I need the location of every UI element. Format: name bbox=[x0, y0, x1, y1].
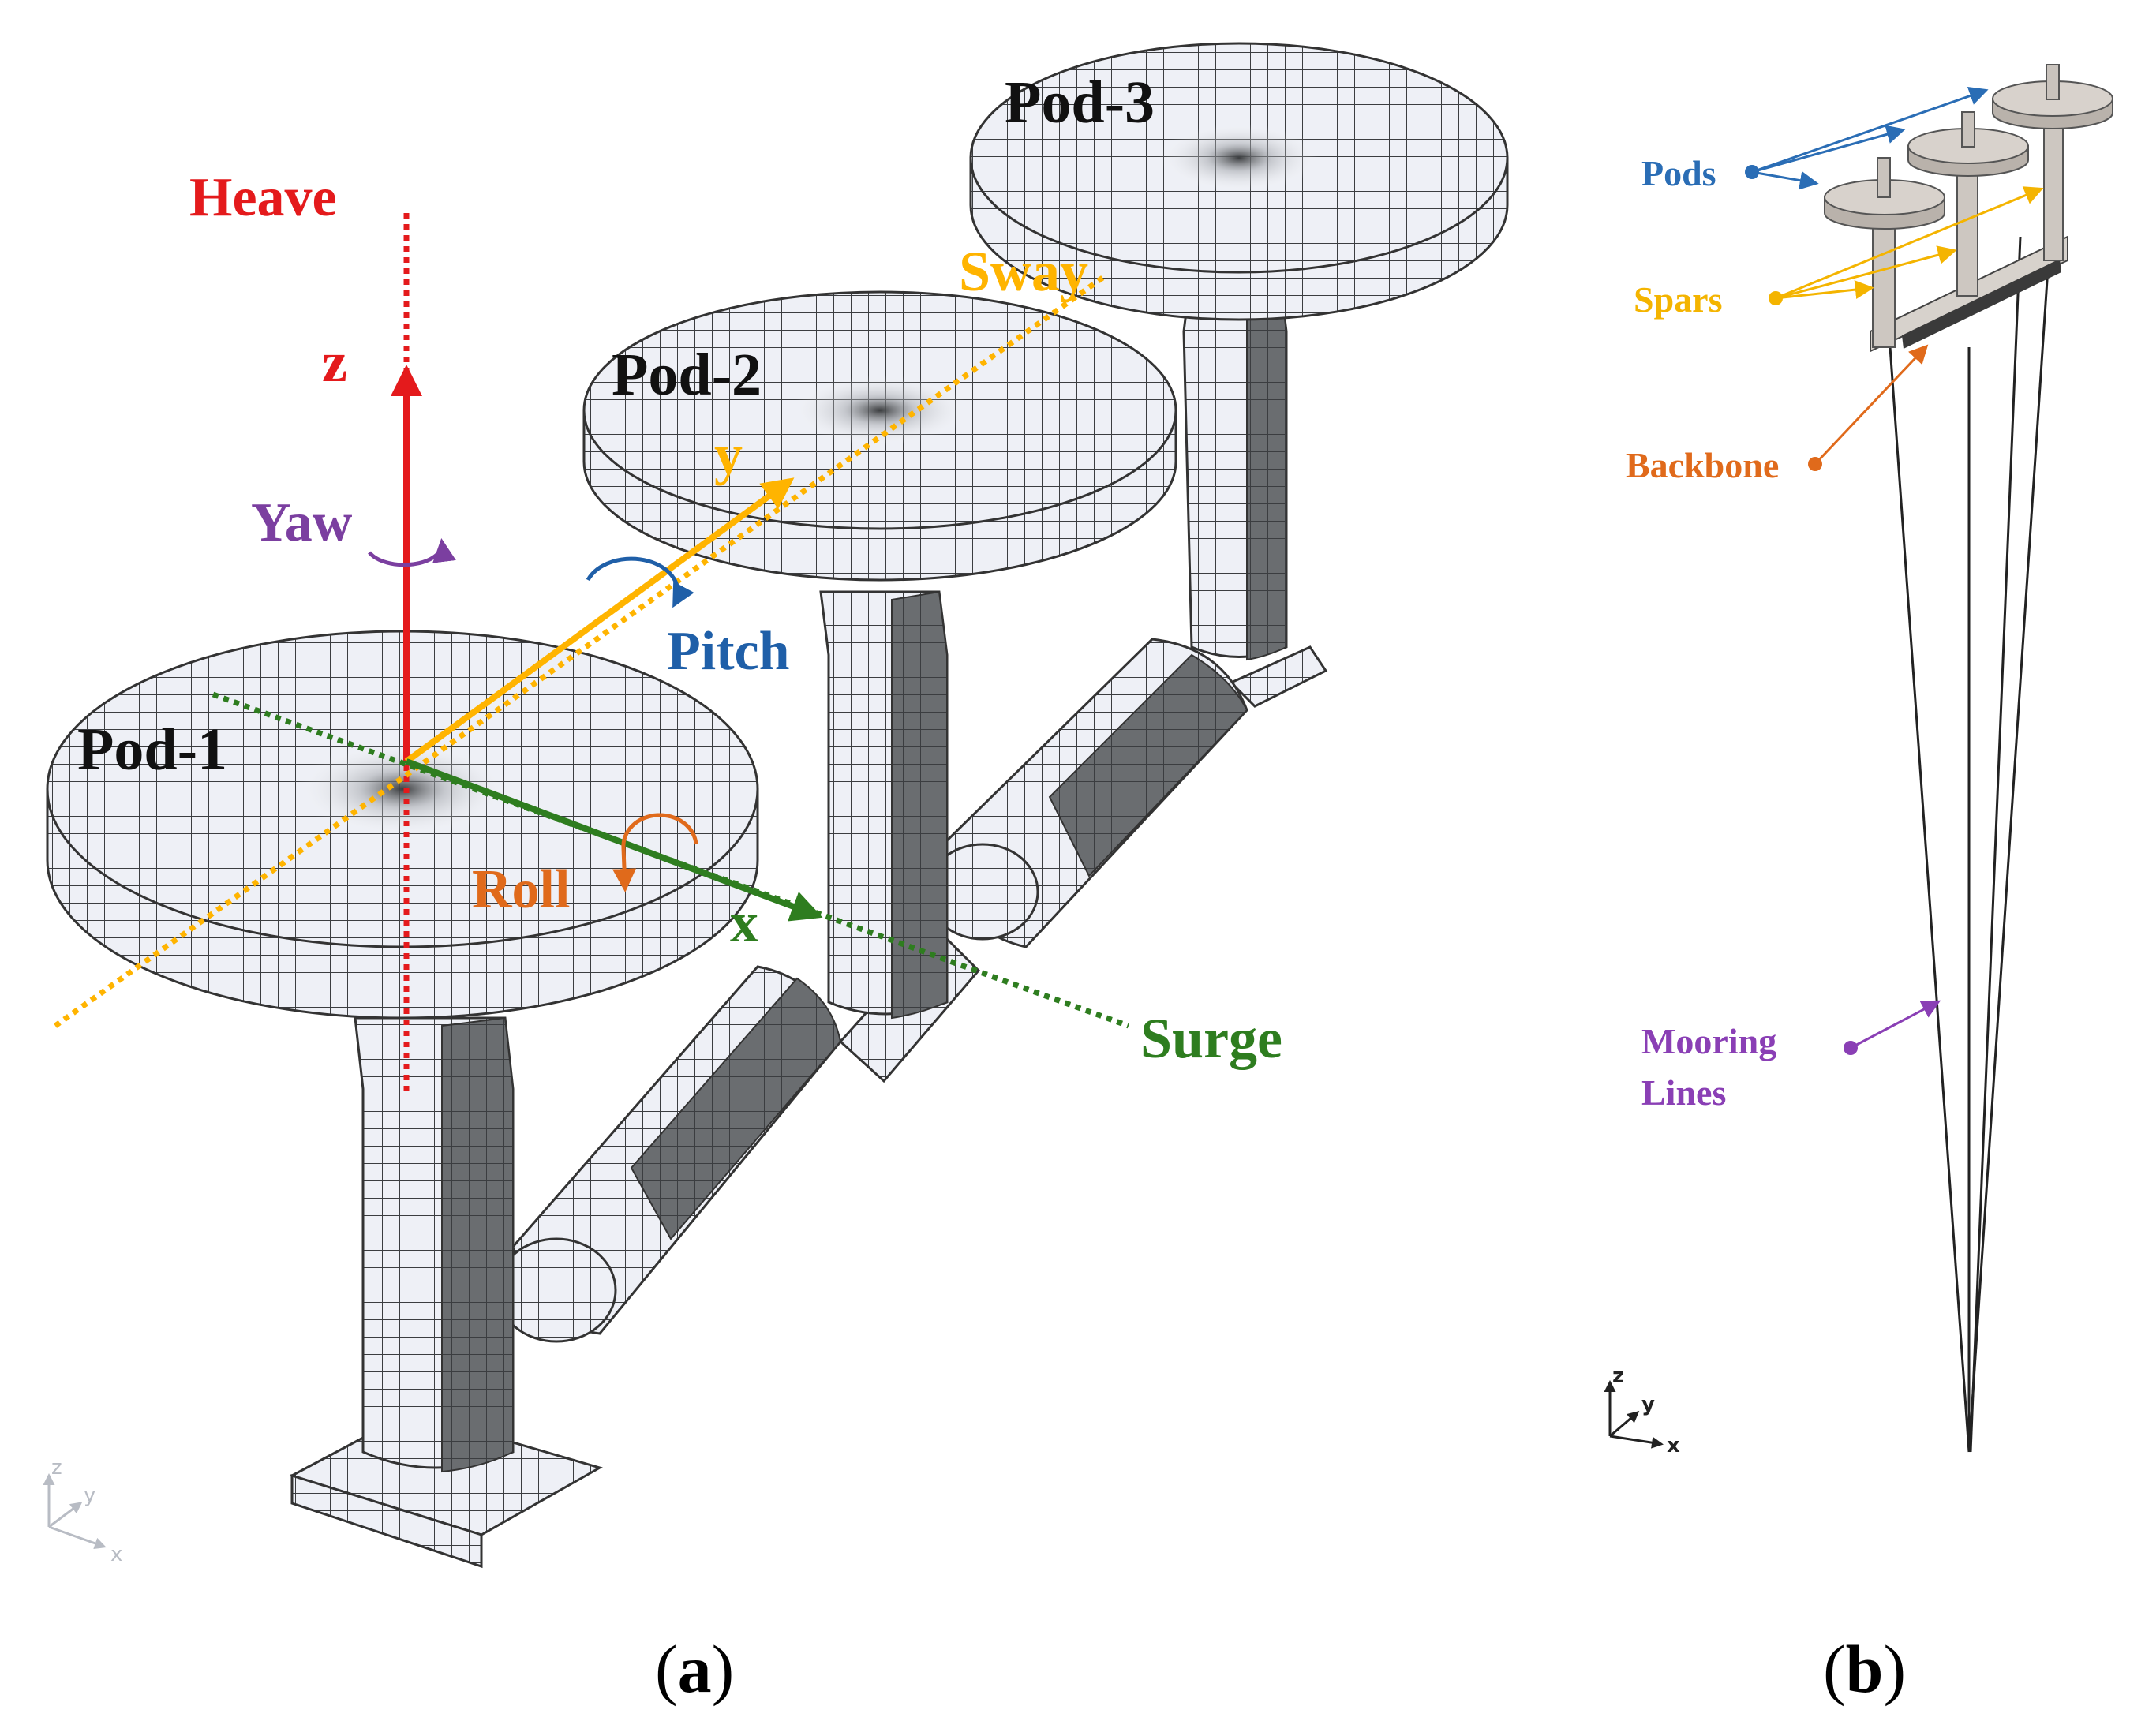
spar-1 bbox=[354, 1016, 515, 1473]
mooring-lines bbox=[1889, 236, 2050, 1453]
base-plate-back bbox=[1229, 645, 1328, 708]
pods-pointer-2 bbox=[1751, 125, 1906, 174]
label-yaw: Yaw bbox=[251, 492, 353, 553]
label-pod-1: Pod-1 bbox=[77, 716, 227, 783]
x-axis-arrow bbox=[405, 758, 823, 922]
spar-2 bbox=[819, 590, 949, 1020]
backbone-segment-2 bbox=[926, 638, 1248, 948]
label-pod-2: Pod-2 bbox=[612, 342, 762, 408]
caption-b-letter: b bbox=[1845, 1631, 1884, 1707]
pods-pointer-1 bbox=[1751, 170, 1819, 190]
triad-b-x: x bbox=[1667, 1434, 1680, 1457]
triad-a-x: x bbox=[110, 1543, 122, 1566]
sway-axis-dotted bbox=[53, 274, 1107, 1028]
label-mooring-2: Lines bbox=[1641, 1072, 1726, 1113]
label-pod-3: Pod-3 bbox=[1005, 69, 1155, 136]
caption-a: (a) bbox=[655, 1631, 735, 1707]
pitch-rotation-arrow bbox=[586, 556, 694, 608]
spars-pointer-1 bbox=[1775, 280, 1874, 300]
panel-a: Heave Sway Surge Yaw Pitch Roll z y x Po… bbox=[43, 42, 1509, 1569]
y-axis-arrow bbox=[404, 477, 795, 765]
label-axis-z: z bbox=[322, 331, 347, 394]
backbone-pointer bbox=[1814, 344, 1929, 466]
label-spars: Spars bbox=[1634, 279, 1722, 320]
pod-2-disc bbox=[582, 290, 1177, 582]
triad-b-y: y bbox=[1641, 1393, 1655, 1416]
triad-a-y: y bbox=[84, 1483, 95, 1507]
mooring-pointer bbox=[1850, 1000, 1941, 1049]
triad-a: z y x bbox=[43, 1456, 122, 1566]
spars-pointer-3 bbox=[1775, 186, 2044, 300]
spars-pointer-2 bbox=[1775, 245, 1957, 300]
yaw-rotation-arrow bbox=[368, 538, 456, 567]
label-roll: Roll bbox=[472, 859, 570, 920]
spar-3 bbox=[1182, 267, 1288, 661]
triad-b-z: z bbox=[1612, 1364, 1624, 1388]
caption-a-letter: a bbox=[677, 1631, 712, 1707]
pods-b bbox=[1824, 64, 2113, 230]
pod-3-disc bbox=[969, 42, 1509, 321]
label-backbone: Backbone bbox=[1626, 445, 1779, 485]
caption-b: (b) bbox=[1823, 1631, 1907, 1707]
label-surge: Surge bbox=[1140, 1007, 1282, 1070]
pod-1-disc bbox=[46, 630, 759, 1020]
label-heave: Heave bbox=[189, 167, 337, 228]
roll-rotation-arrow bbox=[623, 813, 698, 888]
triad-b: z y x bbox=[1604, 1364, 1680, 1457]
label-axis-x: x bbox=[730, 891, 758, 954]
label-axis-y: y bbox=[714, 423, 743, 486]
backbone-segment-1 bbox=[496, 965, 842, 1343]
label-sway: Sway bbox=[959, 240, 1088, 303]
label-pods: Pods bbox=[1641, 153, 1716, 193]
triad-a-z: z bbox=[51, 1456, 62, 1480]
pods-pointer-3 bbox=[1751, 86, 1989, 174]
panel-b: Pods Spars Backbone Mooring Lines z y x bbox=[1604, 64, 2113, 1457]
label-pitch: Pitch bbox=[667, 621, 790, 682]
label-mooring-1: Mooring bbox=[1641, 1021, 1776, 1061]
